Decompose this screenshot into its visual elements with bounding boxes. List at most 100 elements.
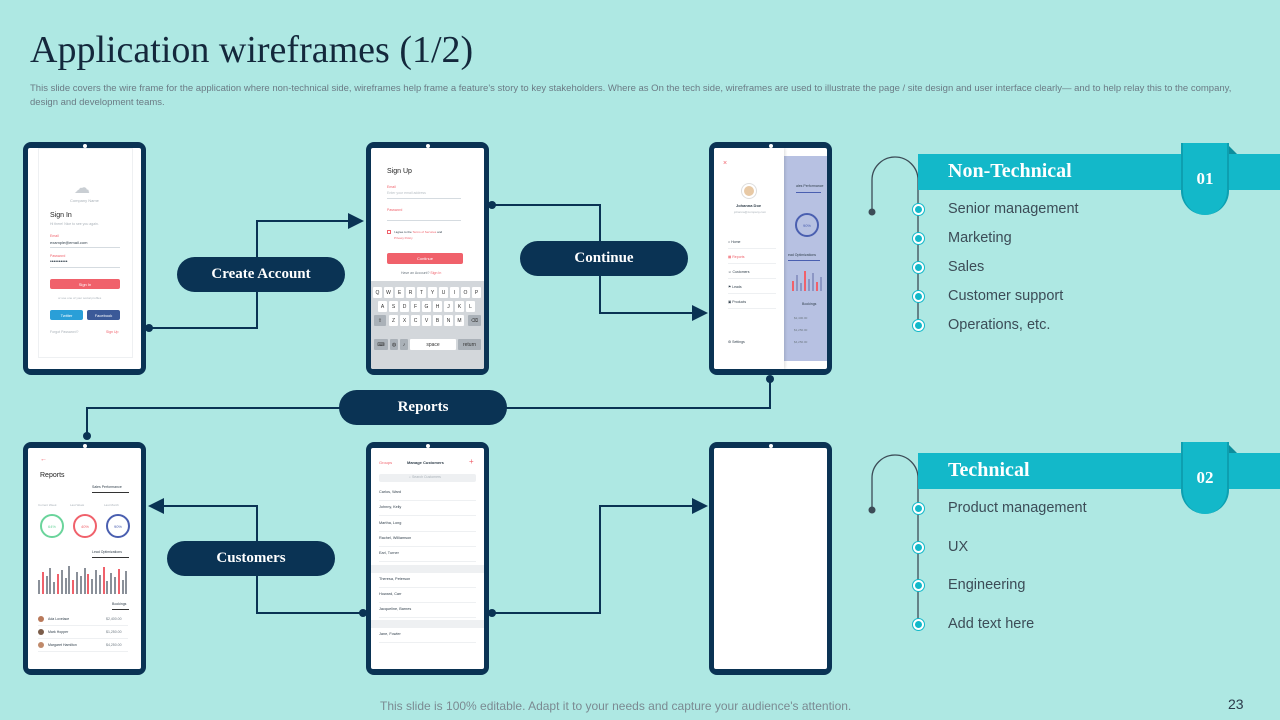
add-customer-button[interactable]: + [469, 457, 474, 466]
backspace-key[interactable]: ⌫ [468, 315, 481, 326]
twitter-button[interactable]: Twitter [50, 310, 83, 320]
privacy-link[interactable]: Privacy Policy [394, 236, 413, 240]
signup-password-label: Password [387, 208, 403, 212]
keyboard-key[interactable]: W [384, 287, 393, 298]
avatar [38, 642, 44, 648]
keyboard-key[interactable]: B [433, 315, 442, 326]
lead-bar [117, 569, 120, 594]
customer-row[interactable]: Earl, Turner [379, 551, 399, 556]
keyboard-key[interactable]: Q [373, 287, 382, 298]
email-field[interactable]: example@email.com [50, 240, 88, 245]
password-field[interactable]: •••••••••• [50, 259, 68, 265]
customer-row[interactable]: Theresa, Peterson [379, 576, 411, 581]
keyboard-key[interactable]: K [455, 301, 464, 312]
phone-menu: ales Performance 90% ead Optimizations B… [709, 142, 832, 375]
divider [379, 561, 476, 563]
close-icon[interactable]: × [723, 160, 728, 167]
keyboard-key[interactable]: F [411, 301, 420, 312]
side-bar [800, 283, 802, 291]
emoji-key[interactable]: ⌨ [374, 339, 388, 350]
keyboard-key[interactable]: T [417, 287, 426, 298]
menu-item[interactable]: ⌂ Home [728, 240, 740, 244]
create-account-label: Create Account [177, 257, 345, 292]
menu-item-icon: ▦ [728, 255, 733, 259]
keyboard-key[interactable]: V [422, 315, 431, 326]
customer-row[interactable]: Howard, Carr [379, 591, 402, 596]
groups-link[interactable]: Groups [379, 460, 393, 465]
keyboard-key[interactable]: E [395, 287, 404, 298]
panel-item: Sales [948, 259, 985, 275]
section-divider [371, 620, 484, 629]
mic-icon[interactable]: ♪ [400, 339, 408, 350]
keyboard-key[interactable]: U [439, 287, 448, 298]
keyboard-key[interactable]: G [422, 301, 431, 312]
return-key[interactable]: return [458, 339, 481, 350]
panel1-badge: 01 [1181, 143, 1229, 215]
phone-reports: ← Reports Sales Performance Current Week… [23, 442, 146, 675]
divider [379, 545, 476, 547]
phone-signup: Sign Up Email Enter your email address P… [366, 142, 489, 375]
menu-item-settings[interactable]: ⚙ Settings [728, 340, 745, 344]
keyboard-key[interactable]: S [389, 301, 398, 312]
signin-button[interactable]: Sign In [50, 279, 120, 289]
keyboard-key[interactable]: I [450, 287, 459, 298]
back-arrow-icon[interactable]: ← [40, 456, 47, 463]
menu-item[interactable]: ⚑ Leads [728, 285, 742, 289]
bullet-marker [913, 503, 924, 514]
person-value: $2,400.00 [106, 617, 122, 621]
signup-link[interactable]: Sign Up [106, 330, 119, 334]
lead-optimizations-label: Lead Optimizations [92, 550, 122, 554]
keyboard-key[interactable]: N [444, 315, 453, 326]
menu-item-label: Reports [732, 255, 745, 259]
lead-bar [98, 575, 101, 594]
keyboard-key[interactable]: J [444, 301, 453, 312]
shift-key[interactable]: ⇧ [374, 315, 386, 326]
space-key[interactable]: space [410, 339, 456, 350]
customer-row[interactable]: Jacqueline, Barnes [379, 607, 412, 612]
customer-row[interactable]: Rachel, Williamson [379, 535, 412, 540]
signin-hint: Hi there! Nice to see you again. [50, 222, 99, 226]
menu-item-icon: ⚑ [728, 285, 733, 289]
keyboard-key[interactable]: O [461, 287, 470, 298]
keyboard-key[interactable]: L [466, 301, 475, 312]
customer-row[interactable]: Martha, Long [379, 520, 402, 525]
keyboard-key[interactable]: Y [428, 287, 437, 298]
bullet-marker [913, 233, 924, 244]
menu-item-icon: ☺ [728, 270, 733, 274]
forgot-link[interactable]: Forgot Password? [50, 330, 79, 334]
keyboard-key[interactable]: X [400, 315, 409, 326]
password-label: Password [50, 254, 66, 258]
customer-row[interactable]: Jane, Fowler [379, 632, 401, 637]
tab-sales-performance[interactable]: Sales Performance [92, 485, 122, 489]
keyboard-key[interactable]: C [411, 315, 420, 326]
keyboard-key[interactable]: R [406, 287, 415, 298]
keyboard-key[interactable]: P [472, 287, 481, 298]
facebook-button[interactable]: Facebook [87, 310, 120, 320]
menu-item[interactable]: ▦ Reports [728, 255, 745, 259]
side-bar [808, 279, 810, 291]
customers-screen: Groups Manage Customers + ⌕ Search Custo… [371, 448, 484, 669]
divider [379, 500, 476, 501]
customer-row[interactable]: Johnny, Kelly [379, 505, 402, 510]
keyboard-key[interactable]: D [400, 301, 409, 312]
reports-screen: ← Reports Sales Performance Current Week… [28, 448, 141, 669]
customer-search-input[interactable]: ⌕ Search Customers [379, 474, 476, 482]
globe-icon[interactable]: ◍ [390, 339, 398, 350]
continue-button[interactable]: Continue [387, 253, 463, 264]
menu-item[interactable]: ☺ Customers [728, 270, 749, 274]
lead-bar [38, 580, 40, 594]
keyboard-key[interactable]: Z [389, 315, 398, 326]
signup-email-field[interactable]: Enter your email address [387, 191, 426, 195]
terms-checkbox[interactable] [387, 230, 391, 234]
keyboard-key[interactable]: M [455, 315, 464, 326]
menu-item[interactable]: ▣ Products [728, 300, 746, 304]
dimmed-dashboard: ales Performance 90% ead Optimizations B… [784, 156, 827, 361]
keyboard-key[interactable]: H [433, 301, 442, 312]
lead-bar [45, 576, 48, 594]
customer-row[interactable]: Carlos, Ward [379, 490, 402, 494]
signup-heading: Sign Up [387, 168, 412, 175]
divider [379, 530, 476, 532]
keyboard-key[interactable]: A [378, 301, 387, 312]
signup-email-label: Email [387, 185, 396, 189]
